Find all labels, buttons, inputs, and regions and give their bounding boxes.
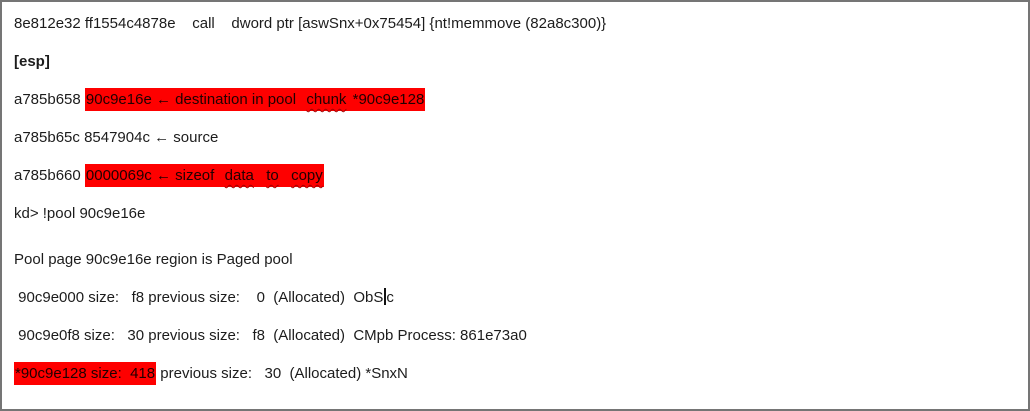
highlighted-text: to	[265, 164, 280, 187]
highlighted-text: chunk	[305, 88, 348, 111]
console-text: 90c9e000 size: f8 previous size: 0 (Allo…	[14, 289, 384, 306]
console-text: Pool page 90c9e16e region is Paged pool	[14, 251, 293, 268]
console-line: 90c9e000 size: f8 previous size: 0 (Allo…	[14, 288, 1016, 308]
console-line: a785b658 90c9e16e ← destination in pool …	[14, 88, 1016, 111]
console-line: 90c9e0f8 size: 30 previous size: f8 (All…	[14, 326, 1016, 346]
console-text: 90c9e0f8 size: 30 previous size: f8 (All…	[14, 327, 527, 344]
console-line: kd> !pool 90c9e16e	[14, 204, 1016, 224]
console-text: kd> !pool 90c9e16e	[14, 205, 146, 222]
highlighted-text: 90c9e16e ← destination in pool	[84, 88, 306, 111]
console-line: a785b65c 8547904c ← source	[14, 128, 1016, 148]
highlighted-text	[279, 164, 291, 187]
console-text: 8e812e32 ff1554c4878e call dword ptr [as…	[14, 15, 607, 32]
console-text: a785b658	[14, 91, 85, 108]
highlighted-text: *90c9e128 size: 418	[14, 362, 157, 385]
console-text: a785b660	[14, 167, 85, 184]
highlighted-text	[254, 164, 266, 187]
console-output: 8e812e32 ff1554c4878e call dword ptr [as…	[14, 14, 1016, 385]
console-text: previous size: 30 (Allocated) *SnxN	[156, 365, 408, 382]
highlighted-text: copy	[290, 164, 324, 187]
highlighted-text: data	[223, 164, 255, 187]
console-text: c	[386, 289, 394, 306]
console-text: a785b65c 8547904c ← source	[14, 129, 219, 146]
console-line: *90c9e128 size: 418 previous size: 30 (A…	[14, 362, 1016, 385]
console-line: Pool page 90c9e16e region is Paged pool	[14, 250, 1016, 270]
console-line: 8e812e32 ff1554c4878e call dword ptr [as…	[14, 14, 1016, 34]
highlighted-text: 0000069c ← sizeof	[84, 164, 224, 187]
highlighted-text: *90c9e128	[347, 88, 426, 111]
console-line: [esp]	[14, 52, 1016, 72]
text-cursor	[384, 288, 386, 305]
console-text: [esp]	[14, 53, 50, 70]
console-line: a785b660 0000069c ← sizeof data to copy	[14, 164, 1016, 187]
